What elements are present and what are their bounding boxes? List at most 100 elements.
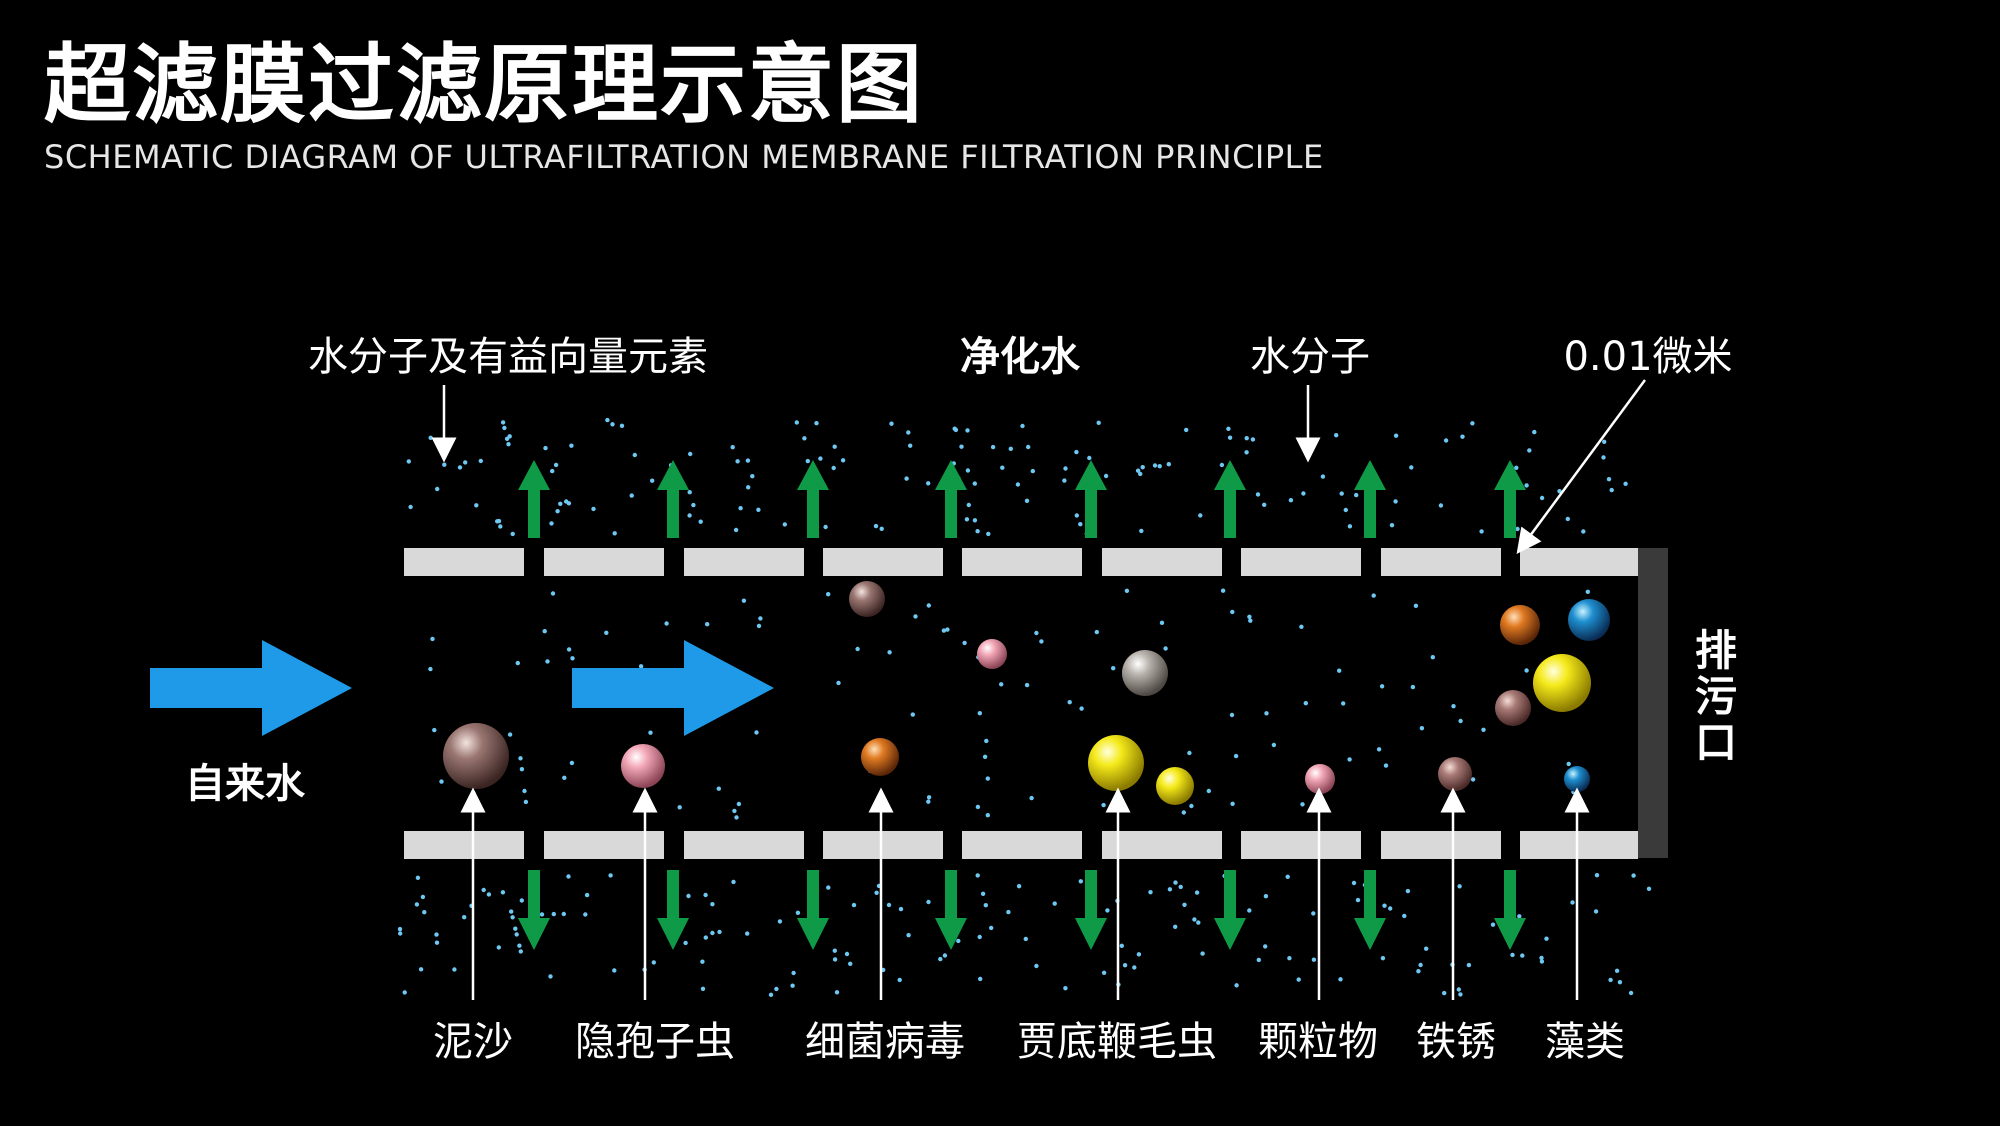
water-molecule-dot: [985, 776, 990, 781]
water-molecule-dot: [956, 938, 961, 944]
water-molecule-dot: [1023, 936, 1028, 942]
membrane-bottom-segment: [1241, 831, 1361, 859]
water-molecule-dot: [510, 531, 515, 537]
water-molecule-dot: [1376, 747, 1382, 752]
water-molecule-dot: [758, 616, 763, 621]
water-molecule-dot: [983, 903, 988, 908]
water-molecule-dot: [515, 660, 520, 666]
water-molecule-dot: [1103, 473, 1109, 479]
water-molecule-dot: [1263, 894, 1269, 899]
water-molecule-dot: [691, 502, 696, 508]
water-molecule-dot: [1166, 462, 1172, 467]
water-molecule-dot: [664, 621, 669, 626]
water-molecule-dot: [990, 444, 996, 450]
water-molecule-dot: [1111, 666, 1116, 671]
water-molecule-dot: [418, 967, 424, 972]
water-molecule-dot: [570, 656, 575, 661]
water-molecule-dot: [1256, 957, 1262, 963]
membrane-bottom-segment: [1102, 831, 1222, 859]
water-molecule-dot: [1355, 897, 1361, 903]
permeate-arrow-up: [797, 460, 829, 538]
water-molecule-dot: [855, 646, 860, 652]
water-molecule-dot: [698, 519, 703, 524]
water-molecule-dot: [735, 459, 740, 464]
water-molecule-dot: [1389, 523, 1395, 528]
outlet-wall: [1638, 548, 1668, 858]
water-molecule-dot: [1601, 455, 1606, 460]
contaminant-labels: 泥沙隐孢子虫细菌病毒贾底鞭毛虫颗粒物铁锈藻类: [433, 1019, 1625, 1065]
membrane-bottom-segment: [962, 831, 1082, 859]
water-molecule-dot: [834, 990, 840, 995]
water-molecule-dot: [422, 910, 427, 915]
water-molecule-dot: [908, 443, 913, 448]
water-molecule-dot: [1271, 742, 1277, 748]
water-molecule-dot: [1288, 498, 1294, 503]
water-molecule-dot: [791, 970, 796, 976]
water-molecule-dot: [583, 912, 588, 917]
water-molecule-dot: [1520, 953, 1525, 958]
membrane-top-segment: [544, 548, 664, 576]
water-molecule-dot: [756, 623, 762, 629]
water-molecule-dot: [402, 990, 407, 995]
contaminant-label-algae: 藻类: [1545, 1019, 1625, 1065]
water-molecule-dot: [959, 444, 964, 449]
water-molecule-dot: [989, 925, 994, 931]
water-molecule-dot: [562, 775, 567, 780]
water-molecule-dot: [832, 957, 838, 962]
water-molecule-dot: [1067, 700, 1072, 705]
water-molecule-dot: [1524, 483, 1529, 488]
membrane-bottom-segment: [1520, 831, 1638, 859]
membrane-top-segment: [1520, 548, 1638, 576]
water-molecule-dot: [1219, 462, 1225, 468]
water-molecule-dot: [408, 504, 413, 510]
water-molecule-dot: [938, 956, 943, 962]
water-molecule-dot: [1623, 481, 1628, 486]
water-molecule-dot: [1458, 992, 1463, 997]
water-molecule-dot: [1581, 529, 1586, 534]
water-molecule-dot: [519, 898, 524, 903]
water-molecule-dot: [1532, 429, 1537, 435]
water-molecule-dot: [904, 476, 909, 481]
water-molecule-dot: [1628, 990, 1634, 996]
water-molecule-dot: [790, 983, 795, 988]
water-molecule-dot: [612, 968, 617, 973]
water-molecule-dot: [1570, 900, 1575, 905]
water-molecule-dot: [700, 959, 705, 964]
water-molecule-dot: [1227, 435, 1233, 440]
water-molecule-dot: [1152, 463, 1158, 468]
water-molecule-dot: [498, 524, 503, 529]
water-molecule-dot: [1413, 603, 1419, 608]
water-molecule-dot: [1458, 718, 1463, 724]
water-molecule-dot: [826, 592, 831, 597]
water-molecule-dot: [1470, 421, 1475, 426]
water-molecule-dot: [1139, 528, 1144, 534]
water-molecule-dot: [1135, 468, 1141, 473]
water-molecule-dot: [832, 948, 837, 953]
water-molecule-dot: [474, 503, 479, 508]
contaminant-label-particles: 颗粒物: [1258, 1019, 1378, 1065]
water-molecule-dot: [736, 801, 742, 807]
water-molecule-dot: [734, 815, 739, 820]
water-molecule-dot: [1020, 423, 1025, 429]
water-molecule-dot: [687, 513, 692, 518]
water-molecule-dot: [897, 977, 902, 983]
water-molecule-dot: [1074, 449, 1079, 455]
water-molecule-dot: [717, 929, 722, 935]
water-molecule-dot: [677, 805, 682, 810]
water-molecule-dot: [564, 499, 569, 504]
contaminant-label-bacteria: 细菌病毒: [805, 1019, 965, 1065]
water-molecule-dot: [874, 890, 879, 895]
water-molecule-dot: [1419, 726, 1425, 731]
water-molecule-dot: [1303, 701, 1309, 706]
water-molecule-dot: [1539, 959, 1545, 964]
water-molecule-dot: [1383, 763, 1389, 768]
water-molecule-dot: [823, 524, 828, 530]
water-molecule-dot: [610, 422, 615, 427]
water-molecule-dot: [471, 791, 476, 796]
water-molecule-dot: [1287, 956, 1292, 961]
water-molecule-dot: [428, 435, 433, 440]
water-molecule-dot: [687, 490, 692, 495]
contaminant-particles: [443, 581, 1610, 805]
particle-mud: [443, 723, 509, 789]
label-pore-size: 0.01微米: [1563, 334, 1732, 380]
